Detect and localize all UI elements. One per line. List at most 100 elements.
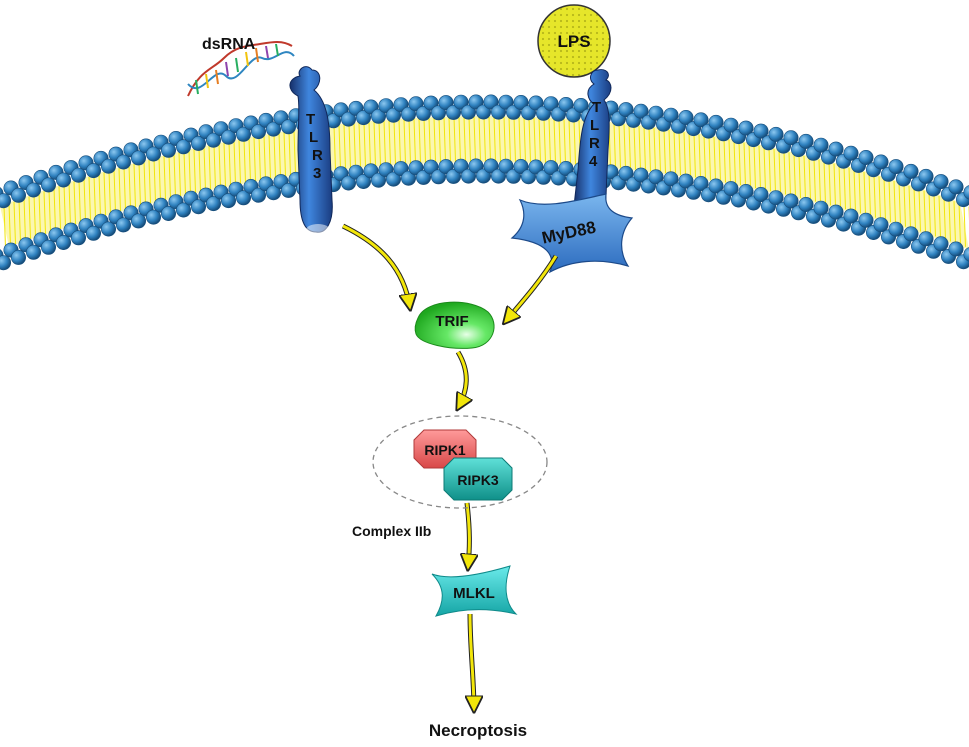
lipid-tail: [38, 193, 41, 236]
lipid-head: [618, 102, 634, 118]
lipid-tail: [793, 153, 796, 197]
lipid-tail: [943, 197, 946, 240]
lipid-head: [768, 126, 784, 142]
lipid-head: [663, 171, 679, 187]
lipid-tail: [953, 201, 956, 244]
lipid-head: [176, 139, 192, 155]
lipid-head: [370, 108, 386, 124]
ripk1-label: RIPK1: [424, 442, 465, 458]
complex-iib-boundary: [372, 415, 548, 509]
lipid-tail: [898, 182, 901, 226]
lipid-tail: [528, 117, 531, 162]
trif-protein: [414, 301, 495, 349]
lipid-tail: [133, 164, 136, 208]
lipid-tail: [253, 137, 256, 182]
lipid-head: [0, 255, 11, 271]
lipid-tail: [3, 205, 6, 248]
lipid-head: [86, 163, 102, 179]
lipid-head: [948, 241, 964, 257]
lipid-tail: [753, 144, 756, 189]
lipid-tail: [388, 120, 391, 165]
lipid-head: [191, 135, 207, 151]
lipid-head: [573, 98, 589, 114]
lipid-tail: [658, 128, 661, 173]
lipid-tail: [758, 145, 761, 190]
lipid-tail: [723, 138, 726, 183]
lipid-head: [355, 174, 371, 190]
lipid-tail: [228, 142, 231, 186]
lipid-head: [738, 120, 754, 136]
lipid-tail: [258, 136, 261, 181]
lipid-tail: [473, 116, 476, 162]
lipid-tail: [553, 118, 556, 163]
lipid-head: [355, 110, 371, 126]
tlr3-receptor: [289, 66, 333, 236]
lipid-head: [430, 169, 446, 185]
lipid-head: [858, 150, 874, 166]
lipid-tail: [683, 132, 686, 176]
lipid-head: [918, 168, 934, 184]
lipid-tail: [543, 118, 546, 163]
lipid-tail: [83, 178, 86, 222]
lipid-head: [25, 244, 41, 260]
lipid-tail: [668, 129, 671, 174]
lipid-head: [528, 95, 544, 111]
lipid-tail: [673, 130, 676, 175]
lipid-tail: [508, 117, 511, 162]
lipid-head: [161, 206, 177, 222]
lipid-head: [663, 107, 679, 123]
lipid-head: [251, 124, 267, 140]
lipid-tail: [338, 125, 341, 170]
lipid-head: [948, 179, 964, 195]
lipid-tail: [853, 169, 856, 212]
lipid-head: [558, 97, 574, 113]
lipid-tail: [813, 158, 816, 202]
lipid-head: [858, 212, 874, 228]
lipid-head: [40, 239, 56, 255]
lipid-tail-band: [0, 116, 969, 250]
lipid-tail: [368, 122, 371, 167]
lipid-head: [843, 208, 859, 224]
lipid-head: [543, 160, 559, 176]
lipid-head: [633, 167, 649, 183]
lipid-tail: [718, 137, 721, 182]
lipid-tail: [433, 117, 436, 163]
lipid-head: [828, 141, 844, 157]
lipid-head: [206, 132, 222, 148]
lipid-tail: [963, 204, 966, 247]
lipid-head: [963, 247, 969, 262]
lipid-head: [888, 159, 904, 175]
lipid-tail: [618, 123, 621, 168]
lipid-head: [71, 167, 87, 183]
lipid-head: [813, 200, 829, 216]
lipid-tail: [933, 194, 936, 237]
lipid-tail: [818, 159, 821, 203]
lipid-tail: [163, 156, 166, 200]
lipid-head: [25, 182, 41, 198]
lipid-tail: [393, 120, 396, 165]
lipid-head: [116, 154, 132, 170]
lipid-head: [618, 165, 634, 181]
lipid-tail: [948, 199, 951, 242]
lipid-tail: [293, 130, 296, 175]
lipid-tail: [138, 162, 141, 206]
lipid-tail: [613, 123, 616, 168]
lipid-head: [236, 126, 252, 142]
lipid-tail: [263, 135, 266, 180]
lipid-tail: [398, 119, 401, 164]
lipid-head: [753, 187, 769, 203]
lipid-tail: [738, 141, 741, 186]
lipid-tail: [573, 119, 576, 165]
lipid-tail: [243, 139, 246, 183]
lipid-tail: [843, 166, 846, 210]
lipid-head: [783, 193, 799, 209]
lipid-head: [221, 193, 237, 209]
lipid-tail: [373, 121, 376, 166]
lipid-tail: [518, 117, 521, 162]
lipid-tail: [168, 155, 171, 199]
ripk3-protein: [443, 457, 513, 501]
lipid-tail: [808, 157, 811, 201]
lipid-head: [723, 117, 739, 133]
tlr3-letter-l: L: [309, 129, 318, 146]
